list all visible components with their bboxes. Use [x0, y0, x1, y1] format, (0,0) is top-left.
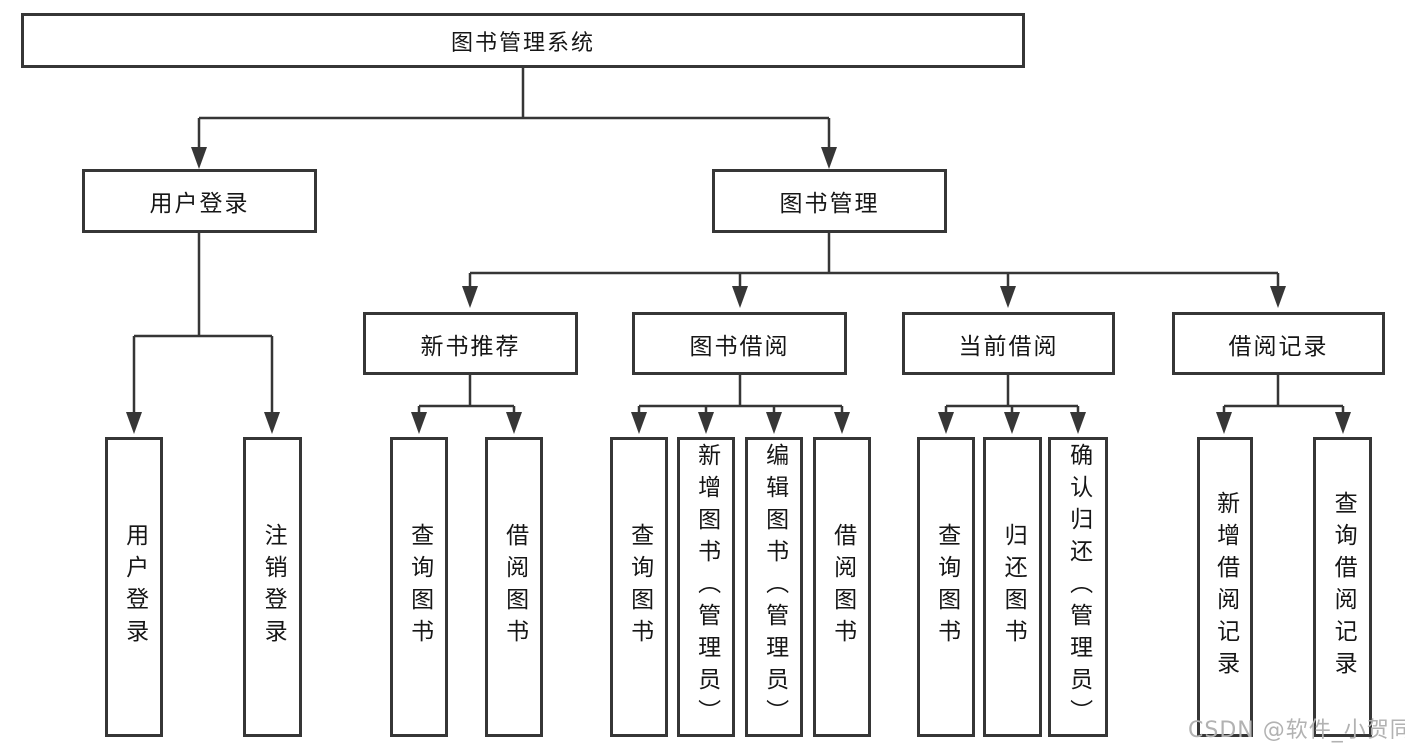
node-root: 图书管理系统 [21, 13, 1025, 68]
leaf-edit-book-admin: 编辑图书（管理员） [745, 437, 803, 737]
leaf-add-book-admin: 新增图书（管理员） [677, 437, 735, 737]
csdn-watermark: CSDN @软件_小贺同学 [1188, 718, 1405, 743]
leaf-query-books-recommend: 查询图书 [390, 437, 448, 737]
leaf-label: 查询借阅记录 [1330, 491, 1357, 683]
leaf-query-books-current: 查询图书 [917, 437, 975, 737]
leaf-label: 借阅图书 [829, 523, 856, 651]
node-current-borrow: 当前借阅 [902, 312, 1115, 375]
leaf-label: 查询图书 [933, 523, 960, 651]
leaf-label: 用户登录 [121, 523, 148, 651]
leaf-label: 编辑图书（管理员） [761, 443, 788, 731]
node-book-management: 图书管理 [712, 169, 947, 233]
leaf-label: 新增借阅记录 [1212, 491, 1239, 683]
node-borrow-records: 借阅记录 [1172, 312, 1385, 375]
leaf-label: 确认归还（管理员） [1065, 443, 1092, 731]
leaf-logout: 注销登录 [243, 437, 302, 737]
leaf-add-borrow-record: 新增借阅记录 [1197, 437, 1253, 737]
leaf-query-borrow-record: 查询借阅记录 [1313, 437, 1372, 737]
leaf-label: 查询图书 [626, 523, 653, 651]
node-new-book-recommend: 新书推荐 [363, 312, 578, 375]
node-book-borrow: 图书借阅 [632, 312, 847, 375]
leaf-query-books-borrow: 查询图书 [610, 437, 668, 737]
arrowheads [126, 147, 1351, 434]
leaf-label: 借阅图书 [501, 523, 528, 651]
leaf-label: 查询图书 [406, 523, 433, 651]
leaf-confirm-return-admin: 确认归还（管理员） [1048, 437, 1108, 737]
leaf-user-login: 用户登录 [105, 437, 163, 737]
leaf-borrow-books-borrow: 借阅图书 [813, 437, 871, 737]
node-user-login: 用户登录 [82, 169, 317, 233]
leaf-return-book: 归还图书 [983, 437, 1042, 737]
leaf-label: 归还图书 [1000, 523, 1027, 651]
leaf-label: 注销登录 [260, 523, 287, 651]
leaf-label: 新增图书（管理员） [693, 443, 720, 731]
leaf-borrow-books-recommend: 借阅图书 [485, 437, 543, 737]
